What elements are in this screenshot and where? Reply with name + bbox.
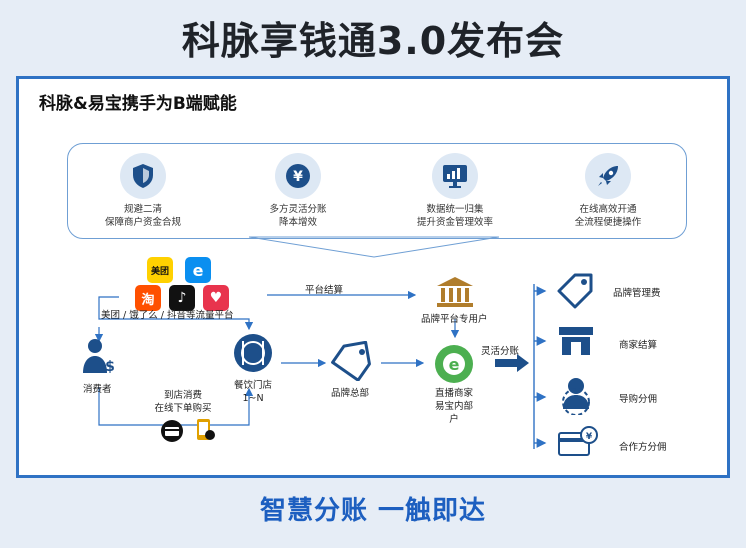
consumer-icon: $ (83, 339, 115, 375)
page-title: 科脉享钱通3.0发布会 (181, 19, 565, 63)
benefit-line2: 降本增效 (278, 217, 317, 228)
platform-label: 美团 / 饿了么 / 抖音等流量平台 (101, 310, 234, 321)
flexible-split-label: 灵活分账 (481, 346, 520, 357)
benefit-line2: 保障商户资金合规 (104, 217, 181, 228)
split-arrow (495, 354, 529, 372)
instore-label: 到店消费 在线下单购买 (143, 389, 223, 415)
taobao-logo: 淘 (135, 285, 161, 311)
benefit-item: ¥ 多方灵活分账 降本增效 (223, 144, 373, 229)
monitor-chart-icon (443, 165, 467, 188)
shield-icon (133, 164, 153, 188)
restaurant-line1: 餐饮门店 (233, 380, 272, 391)
instore-line2: 在线下单购买 (154, 403, 212, 414)
instore-line1: 到店消费 (163, 390, 202, 401)
card-payment-icon (161, 420, 183, 442)
consumer-label: 消费者 (83, 384, 112, 395)
meituan-logo: 美团 (147, 257, 173, 283)
yuan-icon: ¥ (286, 164, 310, 188)
restaurant-line2: 1~N (242, 393, 264, 404)
platform-settlement-label: 平台结算 (305, 285, 344, 296)
rocket-icon (598, 166, 618, 186)
benefit-line1: 在线高效开通 (579, 204, 637, 215)
benefit-line1: 数据统一归集 (426, 204, 484, 215)
live-line3: 户 (449, 414, 459, 425)
bank-icon (437, 277, 473, 307)
benefit-line1: 规避二清 (123, 204, 162, 215)
output-label: 商家结算 (619, 340, 658, 351)
benefit-item: 数据统一归集 提升资金管理效率 (380, 144, 530, 229)
mobile-payment-icon (197, 419, 215, 440)
slogan: 智慧分账 一触即达 (259, 496, 487, 526)
yeepay-logo-icon: e (435, 345, 473, 383)
eleme-logo: e (185, 257, 211, 283)
funnel-line (248, 236, 500, 258)
benefits-box: 规避二清 保障商户资金合规 ¥ 多方灵活分账 降本增效 (67, 143, 687, 239)
partner-card-icon: ¥ (558, 426, 598, 456)
restaurant-icon (234, 334, 272, 372)
douyin-logo: ♪ (169, 285, 195, 311)
storefront-icon (559, 327, 593, 355)
restaurant-label: 餐饮门店 1~N (225, 379, 281, 405)
sales-guide-icon (562, 378, 590, 415)
output-label: 导购分佣 (619, 394, 658, 405)
benefit-line1: 多方灵活分账 (269, 204, 327, 215)
benefit-line2: 提升资金管理效率 (416, 217, 493, 228)
svg-text:¥: ¥ (586, 432, 593, 442)
benefit-line2: 全流程便捷操作 (574, 217, 642, 228)
live-line1: 直播商家 (434, 388, 473, 399)
svg-text:¥: ¥ (293, 169, 303, 185)
brand-account-label: 品牌平台专用户 (421, 314, 488, 325)
benefit-item: 在线高效开通 全流程便捷操作 (533, 144, 683, 229)
heart-logo: ♥ (203, 285, 229, 311)
svg-text:$: $ (105, 359, 115, 375)
output-label: 品牌管理费 (613, 288, 661, 299)
diagram-panel: 科脉&易宝携手为B端赋能 (16, 76, 730, 478)
live-merchant-label: 直播商家 易宝内部 户 (419, 387, 489, 426)
price-tag-icon (557, 273, 593, 309)
svg-text:e: e (449, 355, 460, 374)
panel-title: 科脉&易宝携手为B端赋能 (39, 94, 237, 114)
brand-hq-label: 品牌总部 (331, 388, 370, 399)
benefit-item: 规避二清 保障商户资金合规 (68, 144, 218, 229)
tag-icon (331, 341, 371, 381)
platform-loop-line (98, 296, 254, 331)
flow-lines (94, 236, 547, 449)
live-line2: 易宝内部 (434, 401, 473, 412)
output-label: 合作方分佣 (619, 442, 667, 453)
